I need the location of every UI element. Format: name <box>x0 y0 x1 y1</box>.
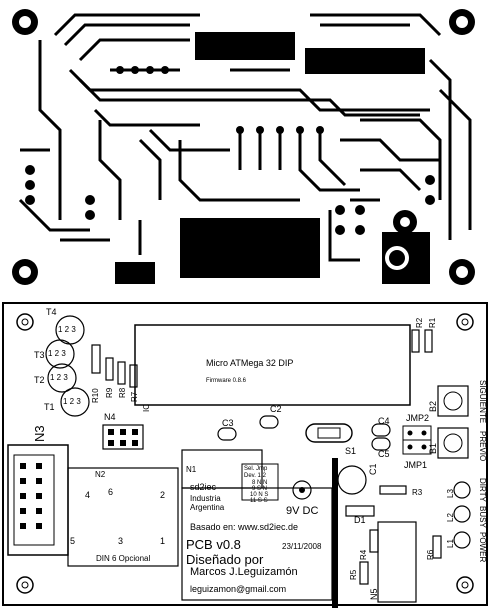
label-l1: L1 <box>446 539 455 548</box>
jmp-table-row: 10 N S <box>250 492 269 498</box>
label-busy: BUSY <box>478 506 487 528</box>
t3-pins: 1 2 3 <box>48 349 66 358</box>
label-r4: R4 <box>359 549 368 560</box>
label-r3: R3 <box>412 488 423 497</box>
n5-connector <box>377 521 417 603</box>
din-label: DIN 6 Opcional <box>96 554 151 563</box>
jmp-table-header: Dev. 1 2 <box>244 473 266 479</box>
label-b2: B2 <box>428 400 438 412</box>
label-r5: R5 <box>349 569 358 580</box>
author-name: Marcos J.Leguizamón <box>190 566 298 578</box>
n4-header <box>102 424 144 450</box>
din-pin-6: 6 <box>108 487 114 497</box>
label-r10: R10 <box>91 388 100 403</box>
crystal-s1 <box>305 423 353 443</box>
based-on-label: Basado en: www.sd2iec.de <box>190 522 299 532</box>
leds <box>453 481 471 549</box>
button-b2 <box>437 385 469 417</box>
capacitors <box>217 415 391 495</box>
pcb-date: 23/11/2008 <box>282 542 322 551</box>
label-d1: D1 <box>354 515 366 525</box>
power-label: 9V DC <box>286 505 319 517</box>
pcb-version: PCB v0.8 <box>186 537 241 552</box>
mounting-hole-bl <box>12 259 38 285</box>
copper-pads <box>25 66 435 235</box>
label-r8: R8 <box>118 387 127 398</box>
label-n4: N4 <box>104 412 116 422</box>
jmp-table-row: 11 S S <box>250 498 268 504</box>
jmp-table-row: 8 N N <box>252 480 268 486</box>
t2-pins: 1 2 3 <box>50 373 68 382</box>
label-c5: C5 <box>378 449 390 459</box>
label-t4: T4 <box>46 307 57 317</box>
label-s1: S1 <box>345 446 357 456</box>
label-l2: L2 <box>446 513 455 522</box>
ground-pour-bottom-left <box>115 262 155 284</box>
label-t3: T3 <box>34 350 45 360</box>
brand-label: sd2iec <box>190 482 217 492</box>
din-pin-3: 3 <box>118 536 124 546</box>
din-pin-4: 4 <box>85 490 91 500</box>
button-b1 <box>437 427 469 459</box>
label-t1: T1 <box>44 402 55 412</box>
label-c4: C4 <box>378 416 390 426</box>
ground-pour-bottom <box>180 218 320 278</box>
label-ic: IC <box>142 404 151 412</box>
label-jmp2: JMP2 <box>406 413 430 423</box>
jmp-table-title: Sel. Jmp <box>244 466 268 472</box>
din-pin-1: 1 <box>160 536 166 546</box>
t1-pins: 1 2 3 <box>63 397 81 406</box>
jmp1 <box>402 439 432 455</box>
label-previo: PREVIO <box>478 431 487 462</box>
label-l3: L3 <box>446 489 455 498</box>
label-r7: R7 <box>130 391 139 402</box>
label-r2: R2 <box>415 317 424 328</box>
transistors <box>45 315 90 417</box>
label-siguiente: SIGUIENTE <box>478 380 487 424</box>
author-email: leguizamon@gmail.com <box>190 584 287 594</box>
mounting-hole-br <box>449 259 475 285</box>
label-dirty: DIRTY <box>478 478 487 502</box>
din-pin-5: 5 <box>70 536 76 546</box>
jmp-table-box <box>241 463 279 501</box>
label-r9: R9 <box>105 387 114 398</box>
label-n5: N5 <box>369 588 379 600</box>
jmp-table-row: 9 S N <box>252 486 268 492</box>
din-connector-outline <box>67 467 179 567</box>
ground-pour-top-right <box>305 48 425 74</box>
designed-by: Diseñado por <box>186 552 264 567</box>
din-pin-2: 2 <box>160 490 166 500</box>
label-c3: C3 <box>222 418 234 428</box>
brand-line2: Industria <box>190 494 221 503</box>
chip-title: Micro ATMega 32 DIP <box>206 358 294 368</box>
ground-pour-top <box>195 32 295 60</box>
label-n2: N2 <box>95 470 106 479</box>
mounting-hole-tl <box>12 9 38 35</box>
label-jmp1: JMP1 <box>404 460 428 470</box>
brand-line3: Argentina <box>190 503 225 512</box>
label-t2: T2 <box>34 375 45 385</box>
label-n1: N1 <box>186 465 197 474</box>
label-n3: N3 <box>32 425 47 442</box>
diode-d1 <box>345 505 375 517</box>
label-c1: C1 <box>368 463 378 475</box>
label-c2: C2 <box>270 404 282 414</box>
firmware-label: Firmware 0.8.6 <box>206 378 247 384</box>
label-b1: B1 <box>428 442 438 454</box>
copper-traces <box>18 13 472 262</box>
silkscreen-layer <box>2 302 488 608</box>
label-r6: R6 <box>426 549 435 560</box>
power-jack-symbol <box>292 480 312 500</box>
power-jack-bar <box>332 458 338 608</box>
copper-layer <box>0 0 490 300</box>
label-power: POWER <box>478 532 487 563</box>
label-r1: R1 <box>428 317 437 328</box>
t4-pins: 1 2 3 <box>58 325 76 334</box>
mounting-hole-tr <box>449 9 475 35</box>
